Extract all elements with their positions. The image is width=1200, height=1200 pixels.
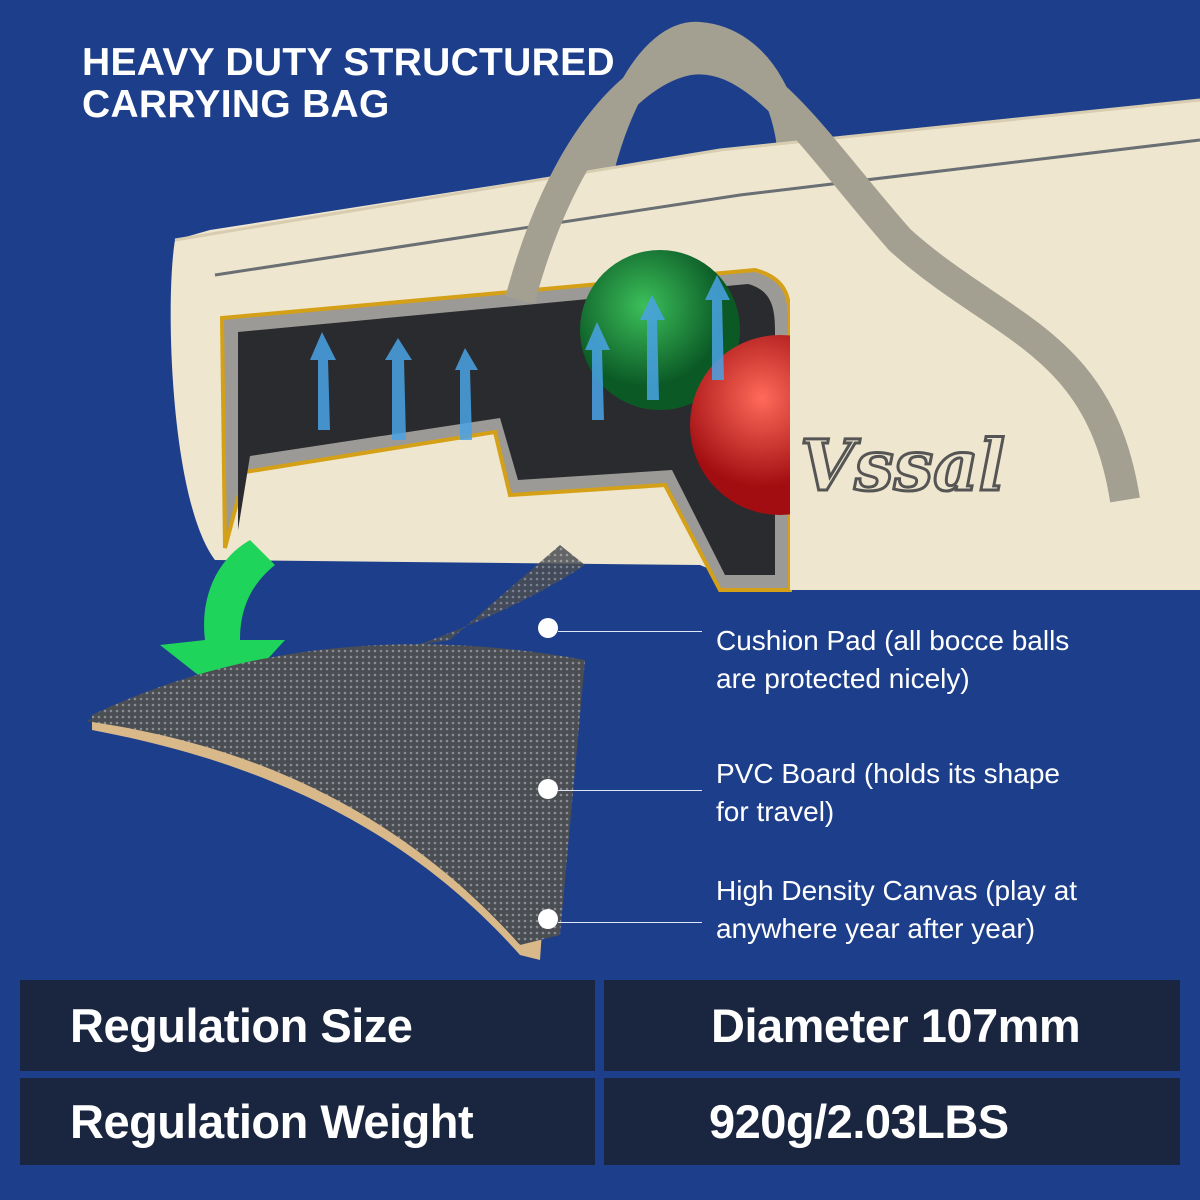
headline-line-2: CARRYING BAG	[82, 83, 390, 126]
strap-front	[505, 44, 1140, 503]
brand-logo: Vssal	[800, 424, 1005, 507]
bag-illustration: Vssal	[88, 21, 1200, 960]
callout-line-cushion	[558, 631, 702, 632]
layer-label-line: for travel)	[716, 796, 835, 827]
green-ball	[580, 250, 740, 410]
headline: HEAVY DUTY STRUCTURED CARRYING BAG	[82, 42, 615, 126]
callout-dot-cushion	[538, 618, 558, 638]
layer-label-canvas: High Density Canvas (play at anywhere ye…	[716, 872, 1077, 948]
callout-dot-canvas	[538, 909, 558, 929]
callout-line-canvas	[558, 922, 702, 923]
green-arrow-icon	[160, 540, 285, 700]
layer-pvc	[92, 644, 585, 945]
layer-label-pvc: PVC Board (holds its shape for travel)	[716, 755, 1060, 831]
spec-label-weight: Regulation Weight	[20, 1078, 595, 1165]
layer-label-line: anywhere year after year)	[716, 913, 1036, 944]
headline-line-1: HEAVY DUTY STRUCTURED	[82, 41, 615, 84]
layer-label-cushion: Cushion Pad (all bocce balls are protect…	[716, 622, 1069, 698]
spec-label-size: Regulation Size	[20, 980, 595, 1071]
airflow-arrows-icon	[310, 275, 730, 440]
layer-label-line: PVC Board (holds its shape	[716, 758, 1060, 789]
layer-label-line: High Density Canvas (play at	[716, 875, 1078, 906]
spec-value-weight: 920g/2.03LBS	[604, 1078, 1180, 1165]
callout-line-pvc	[558, 790, 702, 791]
callout-dot-pvc	[538, 779, 558, 799]
spec-value-size: Diameter 107mm	[604, 980, 1180, 1071]
layer-label-line: Cushion Pad (all bocce balls	[716, 625, 1070, 656]
layer-label-line: are protected nicely)	[716, 663, 970, 694]
